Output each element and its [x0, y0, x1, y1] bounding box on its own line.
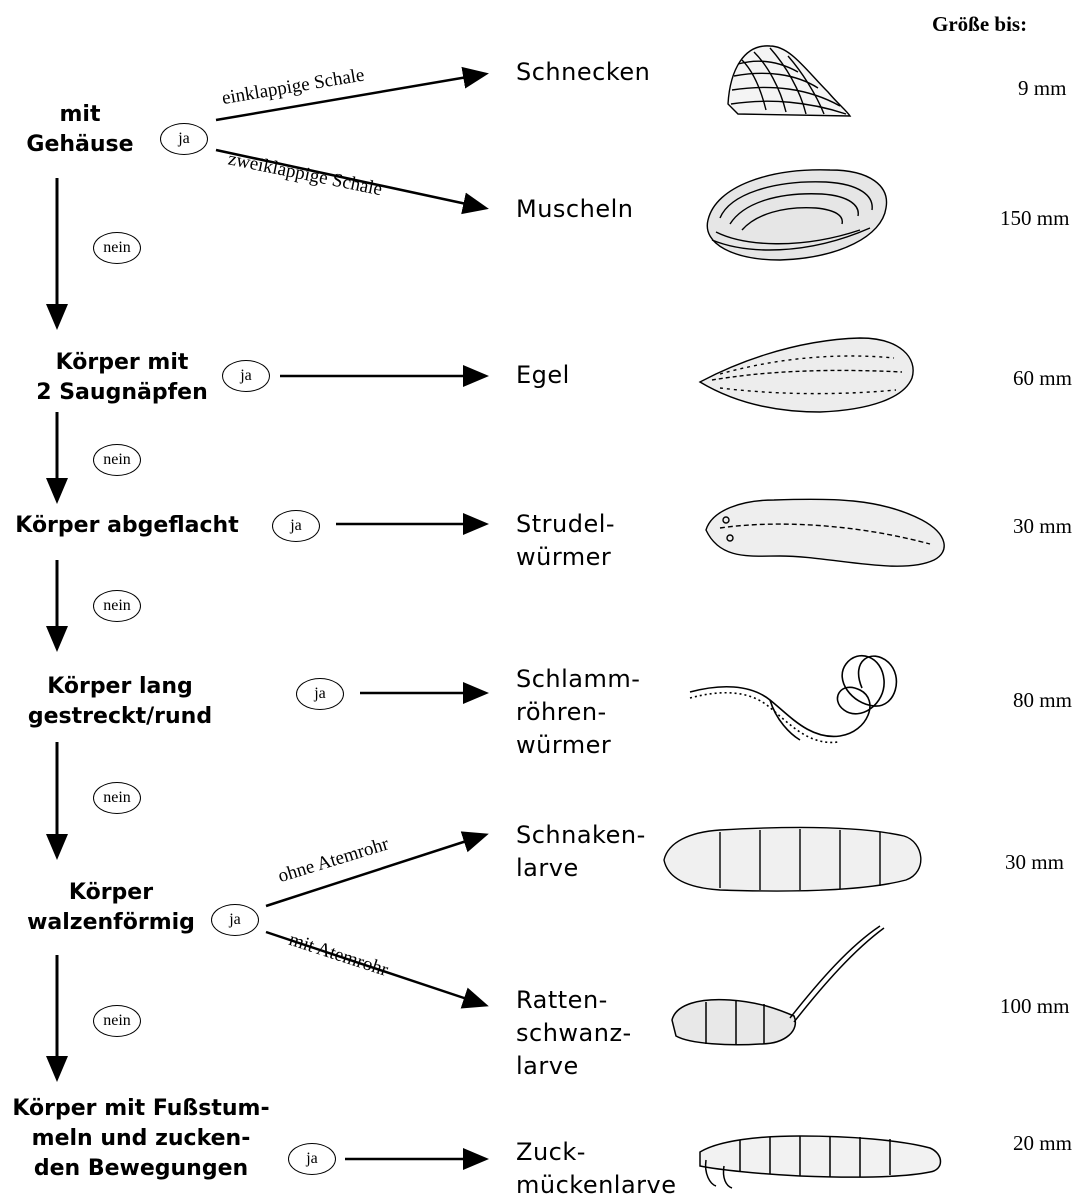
no-badge-2: nein [93, 444, 141, 476]
question-long-round: Körper lang gestreckt/rund [0, 672, 240, 732]
yes-badge-leg-stumps: ja [288, 1143, 336, 1175]
question-leg-stumps: Körper mit Fußstum- meln und zucken- den… [0, 1094, 282, 1184]
animal-name-muscheln: Muscheln [516, 193, 633, 226]
question-suckers: Körper mit 2 Saugnäpfen [0, 348, 244, 408]
rat-tailed-maggot-illustration [672, 926, 884, 1045]
no-badge-5: nein [93, 1005, 141, 1037]
flatworm-illustration [706, 499, 944, 566]
size-value-muscheln: 150 mm [1000, 206, 1069, 231]
yes-badge-cylindrical: ja [211, 904, 259, 936]
snail-shell-illustration [728, 46, 850, 116]
question-cylindrical: Körper walzenförmig [0, 878, 222, 938]
animal-name-rattenschwanzlarve: Ratten- schwanz- larve [516, 984, 632, 1083]
size-column-header: Größe bis: [932, 12, 1027, 37]
yes-badge-flat: ja [272, 510, 320, 542]
size-value-zuckmueckenlarve: 20 mm [1013, 1131, 1072, 1156]
size-value-egel: 60 mm [1013, 366, 1072, 391]
yes-badge-long-round: ja [296, 678, 344, 710]
animal-name-egel: Egel [516, 359, 570, 392]
question-shell: mit Gehäuse [0, 100, 160, 160]
no-badge-4: nein [93, 782, 141, 814]
size-value-schnakenlarve: 30 mm [1005, 850, 1064, 875]
yes-badge-shell: ja [160, 123, 208, 155]
leech-illustration [700, 338, 913, 412]
tubifex-worm-illustration [690, 656, 896, 743]
size-value-strudelwuermer: 30 mm [1013, 514, 1072, 539]
yes-badge-suckers: ja [222, 360, 270, 392]
mussel-illustration [707, 170, 886, 260]
no-badge-3: nein [93, 590, 141, 622]
animal-name-schnecken: Schnecken [516, 56, 650, 89]
size-value-rattenschwanzlarve: 100 mm [1000, 994, 1069, 1019]
size-value-schlammroehrenwuermer: 80 mm [1013, 688, 1072, 713]
animal-name-strudelwuermer: Strudel- würmer [516, 508, 615, 574]
animal-name-schlammroehrenwuermer: Schlamm- röhren- würmer [516, 663, 640, 762]
no-badge-1: nein [93, 232, 141, 264]
cranefly-larva-illustration [664, 828, 921, 891]
size-value-schnecken: 9 mm [1018, 76, 1066, 101]
animal-name-schnakenlarve: Schnaken- larve [516, 819, 646, 885]
animal-name-zuckmueckenlarve: Zuck- mückenlarve [516, 1136, 677, 1202]
question-flat: Körper abgeflacht [0, 511, 254, 541]
chironomid-larva-illustration [700, 1136, 941, 1188]
